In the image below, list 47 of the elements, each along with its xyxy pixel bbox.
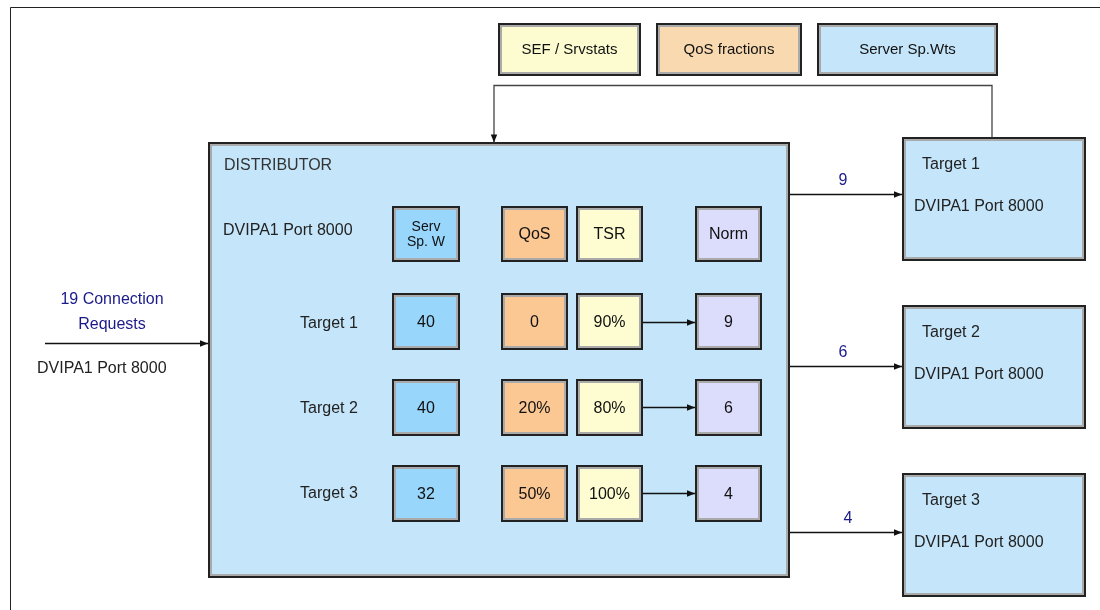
target-server-box (902, 305, 1086, 429)
edge-label: 19 Connection Requests (59, 289, 165, 334)
edge-label: 6 (837, 342, 849, 362)
address-text: DVIPA1 Port 8000 (914, 365, 1044, 383)
address-label: DVIPA1 Port 8000 (223, 221, 353, 239)
edge-label: 9 (837, 170, 849, 190)
legend-box: SEF / Srvstats (498, 23, 641, 76)
arrow (642, 404, 696, 411)
row-label: Target 1 (300, 314, 358, 332)
value-box: 20% (501, 379, 568, 436)
value-box: 50% (501, 465, 568, 522)
address-text: DVIPA1 Port 8000 (914, 533, 1044, 551)
target-server-box (902, 473, 1086, 597)
target-server-box (902, 137, 1086, 261)
row-label: Target 2 (300, 399, 358, 417)
value-box: 9 (695, 293, 762, 350)
arrow (789, 529, 903, 536)
value-box: 40 (392, 293, 460, 350)
value-box: TSR (576, 206, 643, 262)
distributor-panel (208, 142, 790, 578)
value-box: 0 (501, 293, 568, 350)
value-box: QoS (501, 206, 568, 262)
value-box: Serv Sp. W (392, 206, 460, 262)
arrow (642, 319, 696, 326)
value-box: 6 (695, 379, 762, 436)
arrow (789, 191, 903, 198)
target-title: Target 1 (922, 155, 980, 173)
legend-box: Server Sp.Wts (817, 23, 998, 76)
target-title: Target 2 (922, 323, 980, 341)
value-box: 32 (392, 465, 460, 522)
edge-label: 4 (842, 508, 854, 528)
arrow (789, 363, 903, 370)
arrow (44, 340, 209, 347)
arrow (490, 84, 993, 144)
row-label: Target 3 (300, 484, 358, 502)
value-box: 4 (695, 465, 762, 522)
value-box: Norm (695, 206, 762, 262)
value-box: 40 (392, 379, 460, 436)
value-box: 80% (576, 379, 643, 436)
arrow (642, 490, 696, 497)
target-title: Target 3 (922, 491, 980, 509)
panel-title: DISTRIBUTOR (224, 156, 333, 174)
address-label: DVIPA1 Port 8000 (37, 359, 167, 377)
value-box: 100% (576, 465, 643, 522)
value-box: 90% (576, 293, 643, 350)
legend-box: QoS fractions (656, 23, 802, 76)
address-text: DVIPA1 Port 8000 (914, 197, 1044, 215)
